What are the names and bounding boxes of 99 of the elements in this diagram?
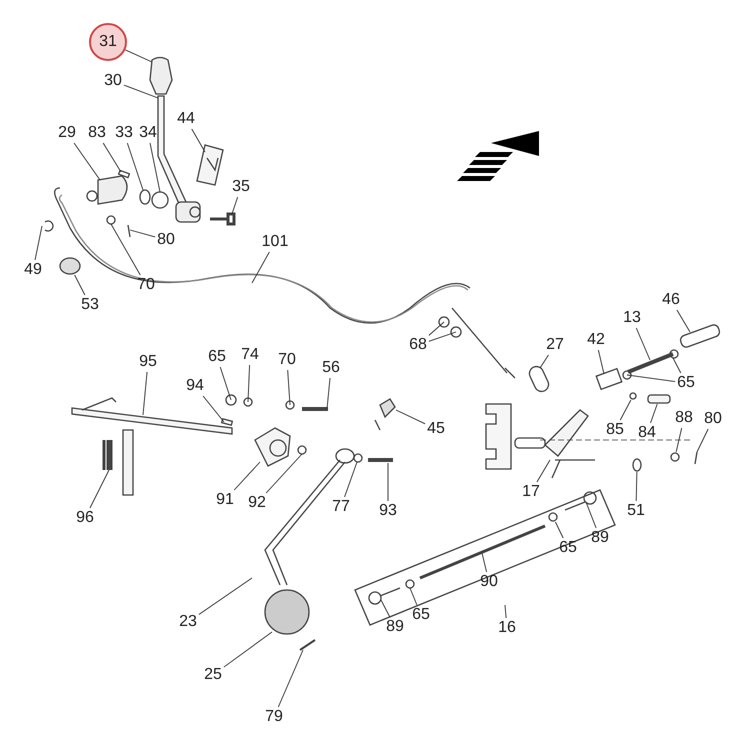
leader-line: [410, 588, 418, 606]
callout-number: 34: [138, 124, 158, 142]
leader-line: [428, 322, 444, 336]
callout-number: 95: [138, 353, 158, 371]
leader-line: [650, 404, 658, 424]
callout-number: 49: [23, 261, 43, 279]
callout-number: 74: [240, 346, 260, 364]
callout-number: 44: [176, 110, 196, 128]
leader-line: [287, 370, 290, 406]
washer-drawing: [670, 452, 680, 462]
leader-line: [676, 310, 690, 332]
callout-number: 80: [703, 410, 723, 428]
leader-line: [428, 332, 456, 342]
callout-number: 13: [622, 309, 642, 327]
leader-line: [598, 350, 604, 374]
leader-line: [124, 49, 152, 62]
callout-number: 89: [385, 618, 405, 636]
callout-number: 23: [178, 613, 198, 631]
leader-line: [248, 364, 250, 402]
leader-line: [380, 600, 390, 618]
callout-number: 65: [558, 539, 578, 557]
pin-drawing: [647, 394, 671, 404]
leader-line: [278, 650, 304, 708]
leader-line: [74, 274, 86, 296]
leader-line: [150, 142, 160, 192]
callout-number: 46: [661, 291, 681, 309]
leader-line: [344, 462, 358, 498]
leader-line: [252, 252, 270, 284]
callout-number: 42: [586, 331, 606, 349]
leader-line: [223, 632, 272, 668]
callout-number: 68: [408, 336, 428, 354]
ring-drawing: [632, 458, 642, 472]
callout-number: 85: [605, 421, 625, 439]
leader-line: [540, 354, 549, 368]
leader-line: [34, 226, 42, 260]
leader-line: [198, 578, 252, 615]
callout-number: 25: [203, 666, 223, 684]
callout-number: 80: [156, 231, 176, 249]
leader-line: [696, 428, 709, 452]
leader-line: [130, 230, 156, 238]
callout-number: 53: [80, 296, 100, 314]
leader-line: [102, 142, 122, 172]
callout-number: 90: [479, 573, 499, 591]
callout-number: 83: [87, 124, 107, 142]
leader-line: [620, 400, 632, 420]
leader-line: [220, 366, 232, 400]
leader-line: [396, 410, 426, 424]
leader-line: [123, 84, 158, 98]
leader-line: [126, 142, 144, 190]
washer-drawing: [59, 257, 81, 275]
leader-line: [110, 224, 141, 276]
leader-line: [326, 378, 330, 410]
callout-number: 35: [231, 178, 251, 196]
callout-number: 56: [321, 359, 341, 377]
callout-number: 79: [264, 708, 284, 726]
leader-line: [191, 128, 206, 152]
callout-number: 17: [521, 483, 541, 501]
ring-drawing: [629, 392, 637, 400]
callout-number: 70: [136, 276, 156, 294]
callout-number: 31: [89, 23, 127, 61]
leader-line: [232, 196, 238, 214]
callout-number: 27: [545, 336, 565, 354]
callout-number: 65: [676, 374, 696, 392]
leader-line: [586, 502, 597, 528]
callout-number: 92: [247, 494, 267, 512]
leader-line: [636, 472, 638, 502]
callout-number: 84: [637, 424, 657, 442]
callout-number: 65: [207, 348, 227, 366]
callout-number: 65: [411, 606, 431, 624]
leader-line: [626, 374, 676, 382]
leader-line: [676, 428, 682, 452]
callout-number: 70: [277, 351, 297, 369]
callout-number: 51: [626, 502, 646, 520]
callout-number: 29: [57, 124, 77, 142]
leader-line: [234, 462, 260, 490]
nut-drawing: [548, 512, 558, 522]
callout-number: 30: [103, 72, 123, 90]
callout-number: 93: [378, 502, 398, 520]
leader-line: [266, 454, 302, 494]
callout-number: 33: [114, 124, 134, 142]
callout-number: 88: [674, 409, 694, 427]
callout-number: 16: [497, 619, 517, 637]
callout-number: 94: [185, 377, 205, 395]
leader-line: [504, 604, 507, 618]
leader-line: [636, 328, 650, 360]
callout-number: 96: [75, 509, 95, 527]
leader-line: [202, 396, 224, 422]
leader-line: [142, 372, 148, 416]
leader-line: [536, 460, 550, 482]
callout-number: 101: [260, 233, 290, 251]
callout-number: 45: [426, 420, 446, 438]
leader-line: [74, 142, 100, 180]
leader-line: [482, 552, 488, 572]
leader-line: [90, 470, 110, 508]
leader-line: [672, 358, 682, 374]
callout-number: 77: [331, 498, 351, 516]
leader-line: [554, 522, 564, 538]
callout-number: 91: [215, 491, 235, 509]
callout-number: 89: [590, 529, 610, 547]
